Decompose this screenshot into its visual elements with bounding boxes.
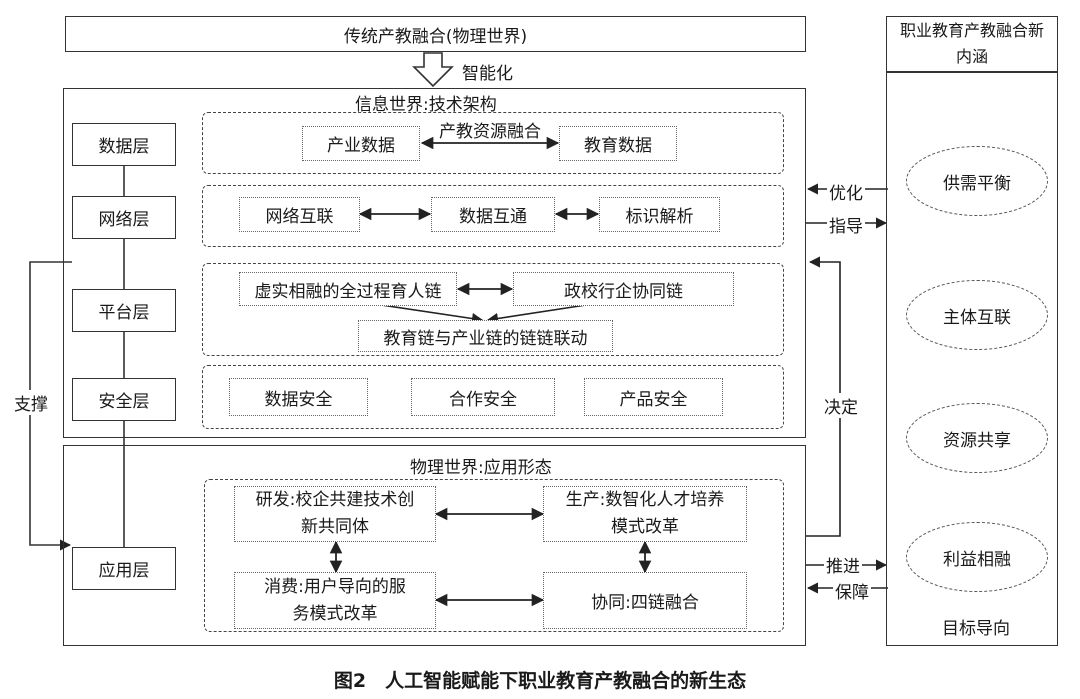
platform-row-container [202, 263, 784, 356]
layer-security: 安全层 [72, 378, 176, 421]
top-title-box: 传统产教融合(物理世界) [65, 16, 806, 52]
layer-platform: 平台层 [72, 289, 176, 332]
goal-oriented-label: 目标导向 [942, 619, 1010, 639]
network-row-container [202, 185, 784, 247]
top-title: 传统产教融合(物理世界) [343, 26, 528, 47]
layer-application: 应用层 [72, 547, 176, 590]
interest-integration: 利益相融 [906, 522, 1048, 592]
physical-world-box [63, 445, 806, 646]
collaboration-chain-box: 政校行企协同链 [513, 272, 734, 306]
security-row-container [202, 365, 784, 429]
subject-interconnection: 主体互联 [906, 280, 1048, 350]
data-interoperability-box: 数据互通 [431, 197, 555, 232]
guide-label: 指导 [827, 212, 865, 237]
data-security-box: 数据安全 [229, 378, 368, 416]
hollow-down-arrow [412, 52, 454, 88]
promote-label: 推进 [824, 552, 862, 577]
optimize-label: 优化 [827, 179, 865, 204]
cooperation-security-box: 合作安全 [411, 378, 555, 416]
network-interconnect-box: 网络互联 [239, 197, 360, 232]
info-world-box [63, 88, 806, 438]
decide-label: 决定 [822, 393, 860, 418]
ensure-label: 保障 [833, 578, 871, 603]
layer-network: 网络层 [72, 196, 176, 239]
smart-label: 智能化 [462, 64, 513, 84]
right-panel-box [886, 72, 1058, 646]
identifier-resolution-box: 标识解析 [599, 197, 720, 232]
layer-data: 数据层 [72, 123, 176, 166]
production-box: 生产:数智化人才培养模式改革 [543, 486, 747, 542]
industry-data-box: 产业数据 [302, 126, 420, 161]
product-security-box: 产品安全 [584, 378, 723, 416]
figure-caption: 图2 人工智能赋能下职业教育产教融合的新生态 [333, 670, 747, 692]
physical-world-title: 物理世界:应用形态 [410, 458, 552, 478]
right-panel-title: 职业教育产教融合新内涵 [886, 16, 1058, 72]
support-label: 支撑 [12, 390, 50, 415]
application-grid-container [204, 479, 784, 632]
data-row-container [202, 112, 784, 174]
resource-fusion-label: 产教资源融合 [437, 117, 543, 142]
chain-linkage-box: 教育链与产业链的链链联动 [358, 320, 613, 352]
rd-box: 研发:校企共建技术创新共同体 [234, 486, 436, 542]
info-world-title: 信息世界:技术架构 [355, 95, 497, 115]
consumption-box: 消费:用户导向的服务模式改革 [234, 572, 436, 629]
resource-sharing: 资源共享 [906, 403, 1048, 473]
supply-demand-balance: 供需平衡 [906, 146, 1048, 216]
education-data-box: 教育数据 [559, 126, 677, 161]
synergy-box: 协同:四链融合 [543, 572, 747, 629]
whole-process-chain-box: 虚实相融的全过程育人链 [239, 272, 457, 306]
